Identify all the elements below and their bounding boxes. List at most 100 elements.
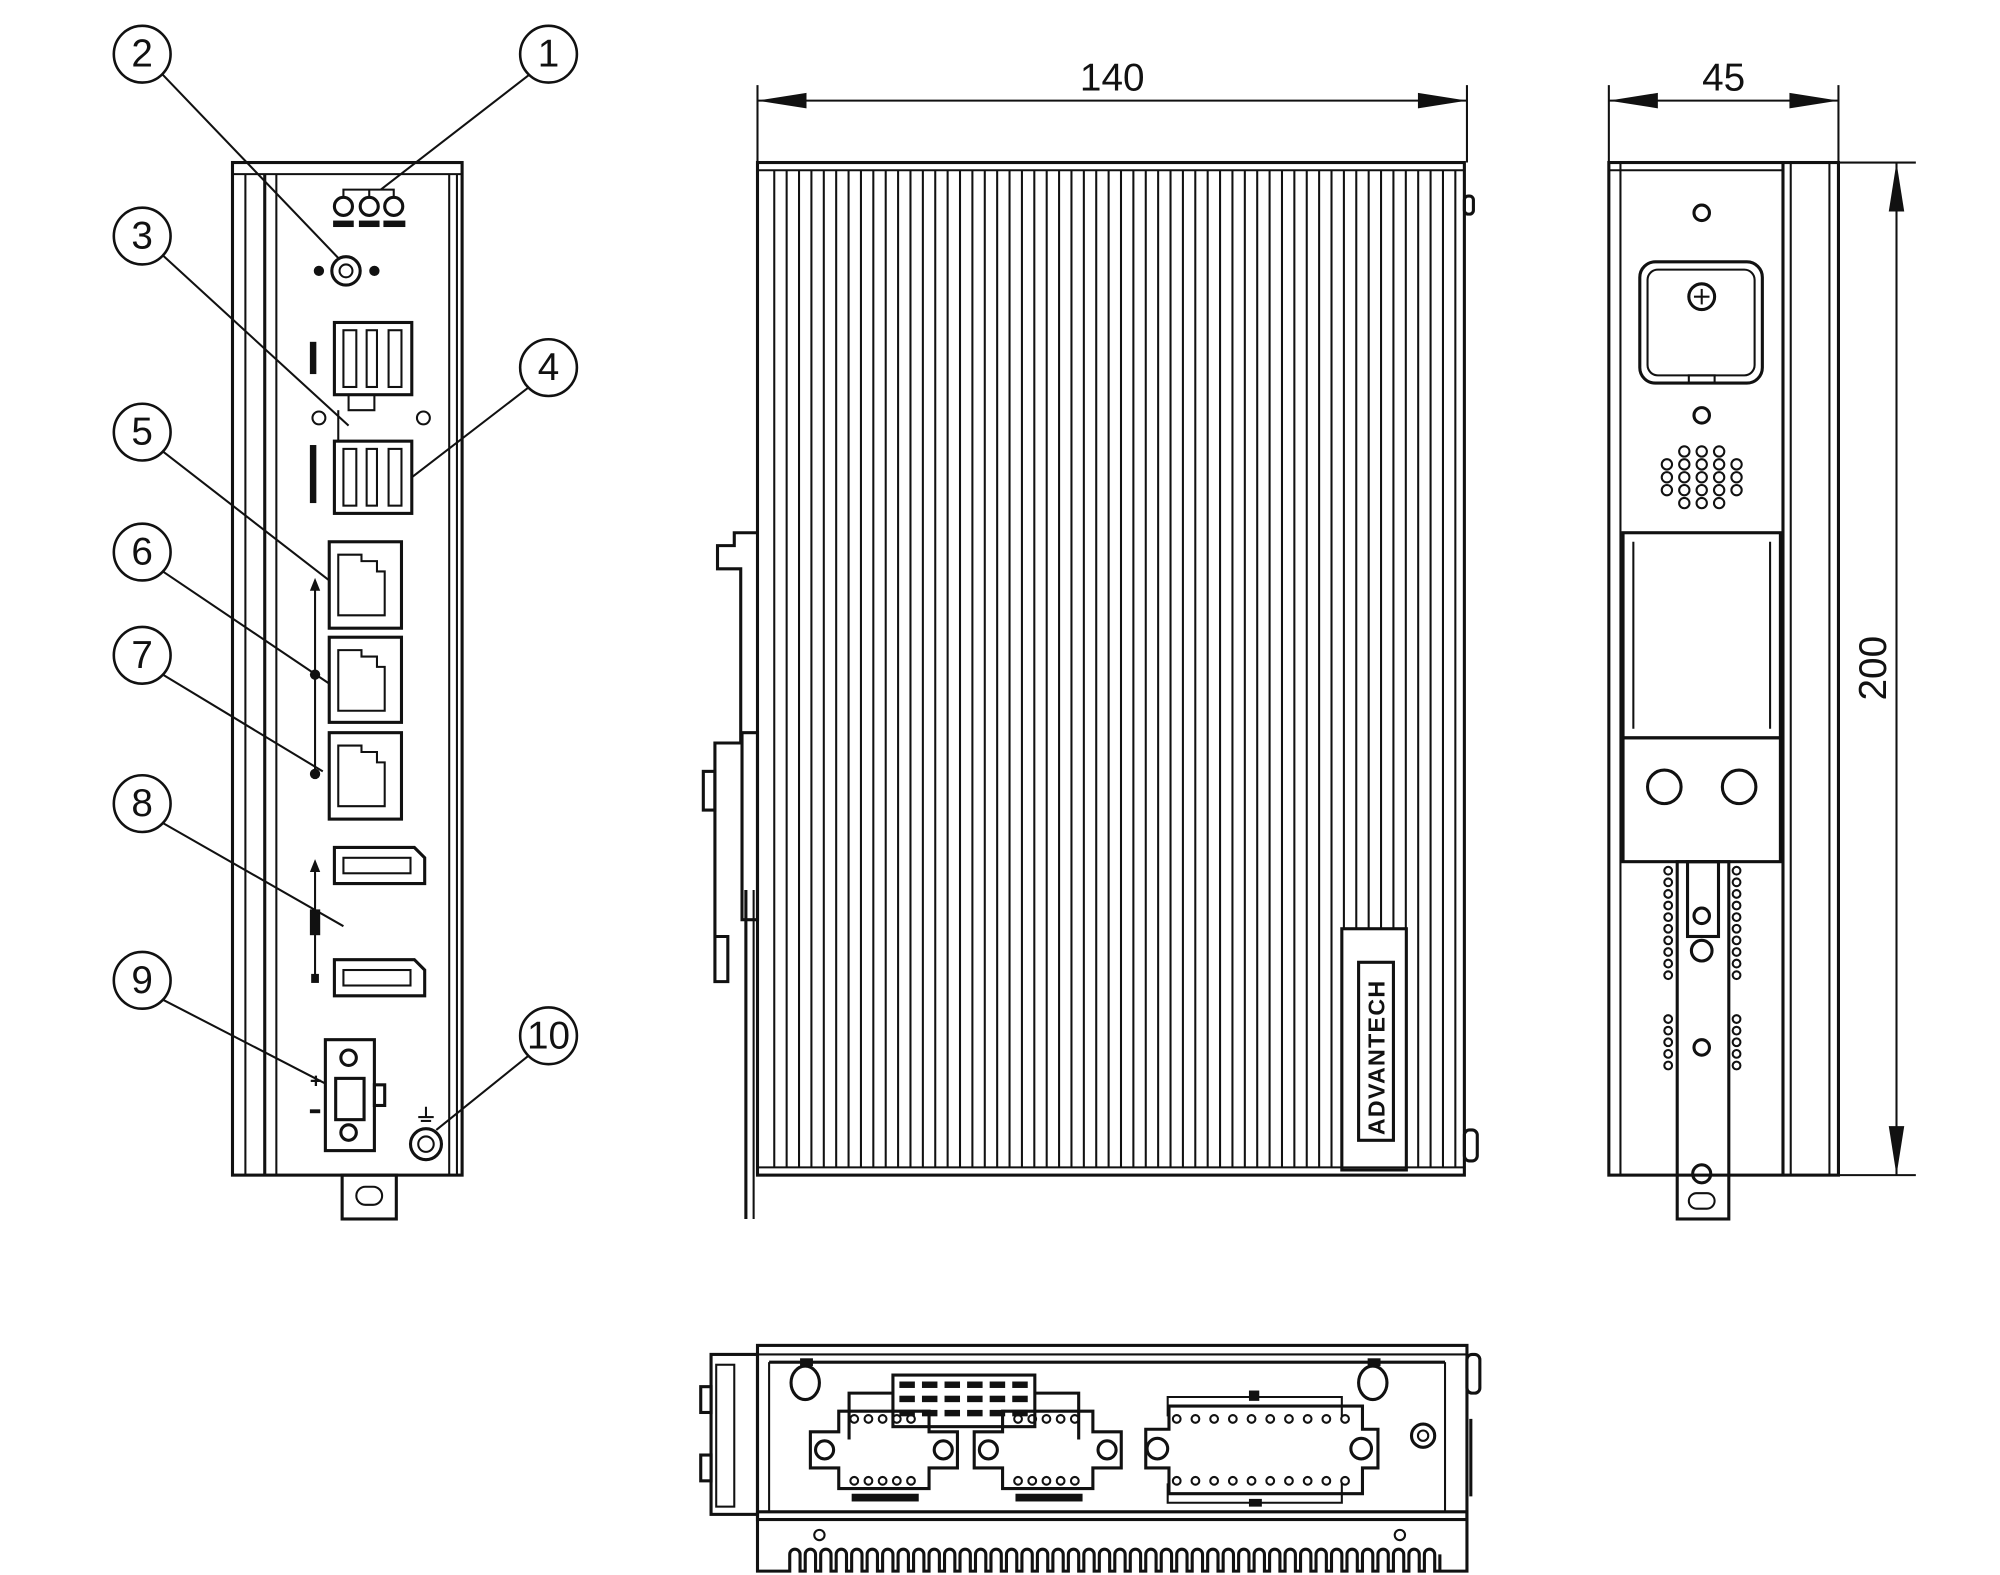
dio-pin bbox=[1246, 1414, 1257, 1424]
db9-connector bbox=[808, 1409, 959, 1502]
db9-pin bbox=[1069, 1414, 1080, 1424]
lan-ports bbox=[309, 540, 404, 821]
bottom-view bbox=[699, 1343, 1482, 1573]
terminal-slot bbox=[989, 1381, 1006, 1388]
vent-hole bbox=[1678, 496, 1691, 510]
rear-view: 45 200 bbox=[1607, 56, 1916, 1221]
svg-text:2: 2 bbox=[131, 33, 153, 76]
ground-screw bbox=[408, 1106, 444, 1162]
terminal-slot bbox=[989, 1409, 1006, 1417]
mounting-tab bbox=[340, 1173, 398, 1221]
callout-9: 9 bbox=[112, 950, 172, 1011]
callout-3: 3 bbox=[112, 206, 172, 266]
bracket-hole bbox=[1663, 889, 1674, 899]
db9-pin bbox=[891, 1475, 902, 1486]
db9-label-mark bbox=[851, 1493, 919, 1502]
db9-pin bbox=[891, 1414, 902, 1424]
callout-10: 10 bbox=[518, 1006, 579, 1066]
dimension-depth: 45 bbox=[1607, 56, 1840, 163]
svg-text:3: 3 bbox=[131, 215, 153, 258]
terminal-slot bbox=[944, 1381, 961, 1388]
din-clip-bottom bbox=[699, 1352, 760, 1516]
side-view: 140 ADVANTECH bbox=[701, 56, 1479, 1219]
vent-hole bbox=[1730, 458, 1743, 471]
bracket-hole bbox=[1663, 947, 1674, 957]
mount-holes bbox=[789, 1358, 1389, 1402]
terminal-slot bbox=[899, 1381, 915, 1388]
vent-hole bbox=[1678, 458, 1691, 471]
vent-hole bbox=[1678, 471, 1691, 484]
callout-4: 4 bbox=[518, 337, 579, 398]
bracket-hole bbox=[1663, 923, 1674, 934]
db9-pin bbox=[1041, 1475, 1052, 1486]
bracket-hole bbox=[1663, 1048, 1674, 1059]
dio-pin bbox=[1227, 1475, 1238, 1486]
dio-pin bbox=[1302, 1475, 1313, 1486]
bracket-hole bbox=[1663, 935, 1674, 946]
svg-text:9: 9 bbox=[131, 959, 153, 1002]
bracket-hole bbox=[1663, 1037, 1674, 1048]
db9-pin bbox=[906, 1475, 916, 1486]
din-bracket bbox=[1675, 860, 1731, 1221]
vent-hole bbox=[1712, 445, 1726, 458]
bracket-hole bbox=[1663, 1060, 1674, 1071]
logo-plate: ADVANTECH bbox=[1340, 927, 1408, 1172]
terminal-slot bbox=[899, 1395, 915, 1403]
bracket-hole bbox=[1731, 958, 1742, 969]
db9-screw bbox=[813, 1439, 836, 1461]
dio-pin bbox=[1190, 1414, 1201, 1424]
db9-pin bbox=[1013, 1414, 1023, 1424]
vent-hole bbox=[1712, 458, 1726, 471]
db9-pin bbox=[1069, 1475, 1080, 1486]
bracket-hole bbox=[1731, 900, 1742, 911]
vent-hole bbox=[1730, 471, 1743, 484]
dio-connector bbox=[1144, 1390, 1380, 1507]
db9-pin bbox=[849, 1414, 860, 1424]
bracket-hole bbox=[1731, 1025, 1742, 1036]
bracket-hole bbox=[1731, 912, 1742, 923]
vent-hole bbox=[1695, 471, 1708, 484]
vent-hole bbox=[1695, 445, 1708, 458]
terminal-slot bbox=[1012, 1381, 1028, 1388]
vent-hole bbox=[1730, 483, 1743, 497]
svg-text:1: 1 bbox=[538, 33, 560, 76]
vent-hole bbox=[1712, 483, 1726, 497]
bracket-hole bbox=[1731, 1060, 1742, 1071]
dio-pin bbox=[1265, 1414, 1276, 1424]
svg-text:140: 140 bbox=[1080, 56, 1145, 99]
db9-pin bbox=[863, 1475, 874, 1486]
callout-1: 1 bbox=[518, 24, 579, 84]
callout-2: 2 bbox=[112, 24, 172, 84]
svg-text:7: 7 bbox=[131, 634, 153, 677]
terminal-slot bbox=[989, 1395, 1006, 1403]
bracket-hole bbox=[1663, 900, 1674, 911]
bracket-hole bbox=[1663, 1014, 1674, 1024]
terminal-slot bbox=[921, 1381, 938, 1388]
vent-hole bbox=[1660, 483, 1674, 497]
vent-hole bbox=[1678, 483, 1691, 497]
svg-text:200: 200 bbox=[1852, 636, 1895, 701]
dimension-width: 140 bbox=[756, 56, 1468, 163]
terminal-slot bbox=[1012, 1395, 1028, 1403]
vent-hole bbox=[1660, 458, 1674, 471]
svg-text:8: 8 bbox=[131, 782, 153, 825]
bracket-hole bbox=[1731, 923, 1742, 934]
dio-pin bbox=[1227, 1414, 1238, 1424]
dio-pin bbox=[1209, 1475, 1220, 1486]
terminal-slot bbox=[967, 1381, 983, 1388]
bracket-hole bbox=[1731, 865, 1742, 876]
svg-text:45: 45 bbox=[1702, 56, 1745, 99]
svg-text:ADVANTECH: ADVANTECH bbox=[1363, 980, 1389, 1136]
dio-pin bbox=[1284, 1414, 1294, 1424]
bracket-hole bbox=[1731, 935, 1742, 946]
db9-screw bbox=[977, 1439, 999, 1461]
bracket-hole bbox=[1731, 889, 1742, 899]
db9-label-mark bbox=[1015, 1493, 1083, 1502]
display-ports bbox=[309, 845, 427, 998]
bracket-holes bbox=[1663, 865, 1742, 1071]
bracket-hole bbox=[1663, 1025, 1674, 1036]
front-view: + bbox=[230, 160, 464, 1221]
db9-pin bbox=[877, 1475, 888, 1486]
db9-screw bbox=[1096, 1439, 1118, 1461]
